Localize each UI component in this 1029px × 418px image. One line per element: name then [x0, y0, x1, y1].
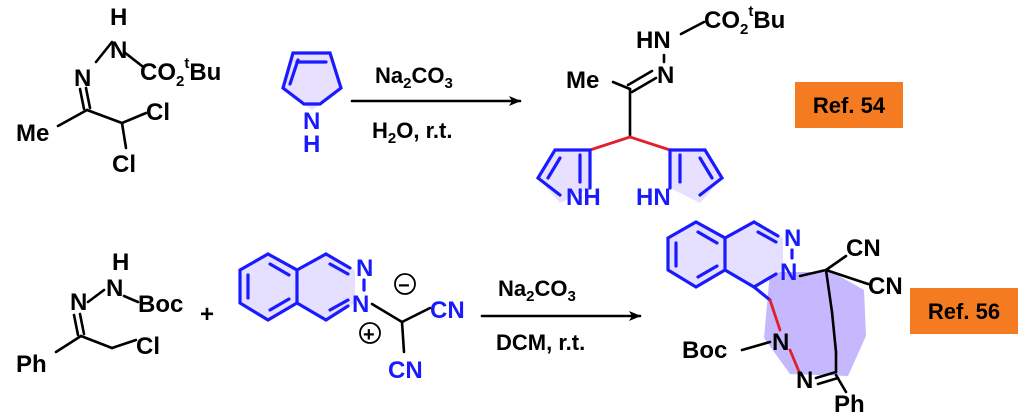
product2-n-top: N — [784, 225, 801, 252]
ylide-cn-bottom: CN — [388, 357, 423, 384]
ylide-cn-top: CN — [430, 297, 465, 324]
methyl-label: Me — [16, 120, 49, 147]
product2-n-imine: N — [796, 367, 813, 394]
product-methyl: Me — [566, 67, 599, 94]
reaction-1: H N N CO2tBu Me Cl Cl N H Na2CO3 H2O, r.… — [16, 3, 903, 211]
pyrrole-h: H — [303, 131, 320, 158]
chlorine-bottom: Cl — [112, 151, 136, 178]
reaction-2: H N N Boc Ph Cl + N — [16, 220, 1018, 418]
pyrrole-n: N — [303, 108, 320, 135]
hydrazone-h: H — [110, 4, 127, 31]
product2-phenyl: Ph — [834, 391, 865, 418]
dichlorohydrazone-reagent: H N N CO2tBu Me Cl Cl — [16, 4, 221, 178]
hydrazone-nh: N — [110, 37, 127, 64]
product-nh-right: HN — [636, 184, 671, 211]
chlorine-top: Cl — [146, 99, 170, 126]
ref-56-label: Ref. 56 — [928, 299, 1000, 324]
hydrazone-n: N — [74, 65, 91, 92]
reagent2-nh: N — [106, 275, 123, 302]
product2-n-mid: N — [780, 259, 797, 286]
conditions-2-top: Na2CO3 — [498, 276, 576, 305]
plus-sign: + — [200, 301, 214, 328]
product-hn: HN — [636, 27, 671, 54]
positive-charge: + — [363, 324, 375, 346]
bis-pyrrolyl-product: HN CO2tBu N Me NH HN — [535, 3, 785, 211]
reagent2-boc: Boc — [138, 291, 183, 318]
reagent2-h: H — [112, 249, 129, 276]
product2-boc: Boc — [682, 337, 727, 364]
ref-56-badge — [910, 288, 1018, 334]
product-imine-n: N — [657, 62, 674, 89]
reagent2-cl: Cl — [136, 333, 160, 360]
chlorohydrazone-reagent: H N N Boc Ph Cl — [16, 249, 183, 378]
ref-54-label: Ref. 54 — [813, 93, 886, 118]
product2-n-boc: N — [772, 329, 789, 356]
phthalazinium-ylide: N N + − CN CN — [238, 252, 465, 384]
fused-diazepine-product: N N CN CN N Boc N Ph — [666, 220, 903, 418]
product2-cn-right: CN — [868, 273, 903, 300]
reagent2-phenyl: Ph — [16, 351, 47, 378]
pyrrole-reagent: N H — [281, 51, 343, 158]
ylide-n-bottom: N — [352, 291, 369, 318]
product-nh-left: NH — [566, 184, 601, 211]
ylide-n-top: N — [356, 255, 373, 282]
boc-ester-label: CO2tBu — [140, 55, 221, 90]
conditions-2-bottom: DCM, r.t. — [496, 330, 585, 355]
conditions-1-top: Na2CO3 — [375, 63, 453, 92]
ref-54-badge — [795, 82, 903, 128]
reagent2-n: N — [70, 289, 87, 316]
negative-charge: − — [398, 275, 410, 297]
product2-cn-top: CN — [846, 235, 881, 262]
conditions-1-bottom: H2O, r.t. — [372, 118, 452, 147]
product-boc-ester: CO2tBu — [704, 3, 785, 38]
